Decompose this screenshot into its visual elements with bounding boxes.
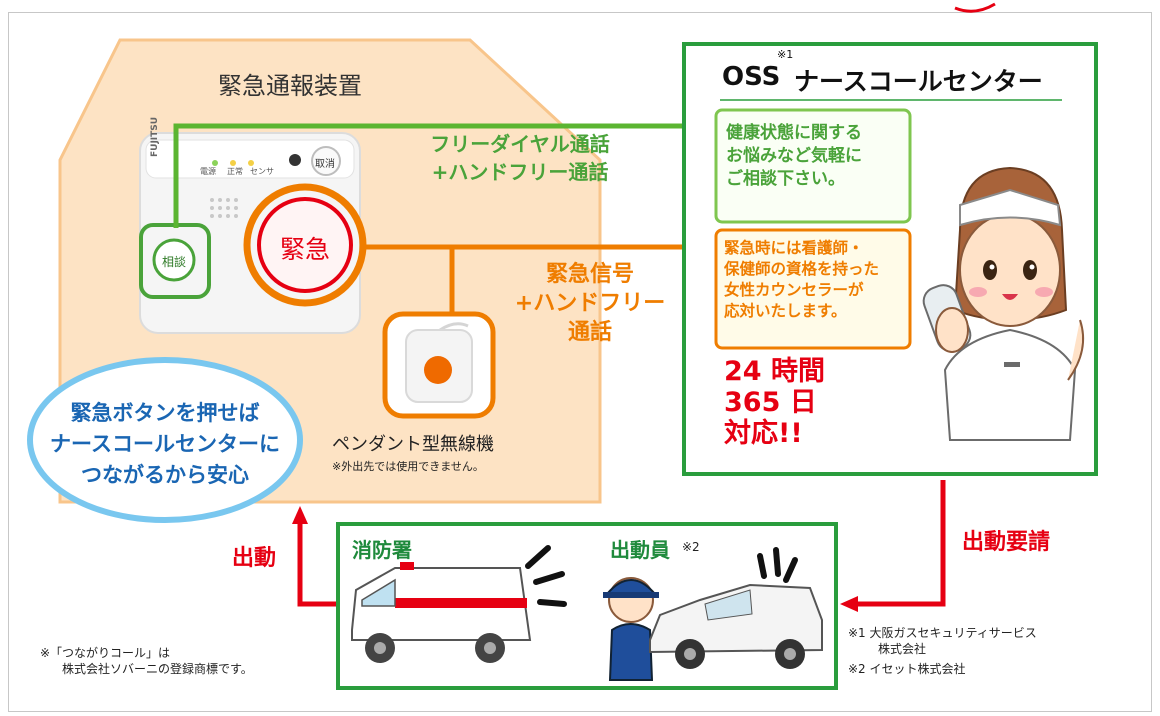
hours-line-1: 24 時間 [724,356,825,387]
consult-button-label: 相談 [162,255,187,269]
ambulance-illustration [351,562,532,663]
decorative-swoosh [954,2,996,13]
dispatcher-label: 出動員 [610,538,670,562]
indicator-label-1: 電源 [200,167,216,176]
hours-line-3: 対応!! [724,418,803,449]
freedial-label: フリーダイヤル通話 +ハンドフリー通話 [400,130,640,186]
device-top-panel [145,139,355,179]
health-line-2: お悩みなど気軽に [726,145,862,166]
patrol-car-illustration [649,583,823,669]
footnote-1-line-2: 株式会社 [878,641,927,656]
dispatch-arrow [297,522,336,607]
call-center-title-prefix: OSS [722,62,781,92]
counselor-line-4: 応対いたします。 [724,301,847,320]
speech-bubble-text: 緊急ボタンを押せば ナースコールセンターに つながるから安心 [40,398,290,491]
motion-lines-right [757,547,798,583]
counselor-line-3: 女性カウンセラーが [724,280,864,299]
emergency-counselor-text: 緊急時には看護師・ 保健師の資格を持った 女性カウンセラーが 応対いたします。 [724,238,908,322]
dispatch-request-label: 出動要請 [962,530,1051,555]
dispatcher-illustration [603,577,659,681]
health-box-shape [714,108,912,224]
call-center-title-sup: ※1 [777,48,794,61]
freedial-arrow [173,123,690,228]
motion-lines-left [525,545,567,607]
indicator-label-3: センサ [250,167,274,176]
pendant-label: ペンダント型無線機 [332,434,494,455]
footnote-1: ※1 大阪ガスセキュリティサービス 株式会社 [848,626,1037,657]
dispatcher-note: ※2 [682,540,700,554]
counselor-line-1: 緊急時には看護師・ [724,239,864,257]
emergency-button-shape [257,197,353,293]
freedial-line-1: フリーダイヤル通話 [430,132,610,156]
dispatch-label: 出動 [232,546,277,571]
device-brand: FUJITSU [150,116,160,157]
speaker-grille [210,198,238,218]
emergency-signal-label: 緊急信号 +ハンドフリー 通話 [500,260,680,347]
footnote-2: ※2 イセット株式会社 [848,662,966,676]
bubble-line-2: ナースコールセンターに [50,432,280,456]
speech-bubble [27,357,303,523]
emergency-button-label: 緊急 [280,235,331,264]
health-consult-text: 健康状態に関する お悩みなど気軽に ご相談下さい。 [726,122,906,191]
nurse-illustration [922,166,1085,441]
cancel-button-shape [311,146,341,176]
indicator-label-2: 正常 [227,167,243,176]
fire-station-label: 消防署 [352,538,412,562]
emergency-signal-line-1: 緊急信号 [545,262,634,287]
hours-line-2: 365 日 [724,387,817,418]
health-line-1: 健康状態に関する [726,123,862,143]
health-line-3: ご相談下さい。 [726,168,845,189]
consult-button-shape [152,238,196,282]
footnote-trademark-line-1: ※「つながりコール」は [40,646,171,660]
pendant-note: ※外出先では使用できません。 [332,460,484,473]
call-center-title: ナースコールセンター [794,67,1043,96]
emergency-signal-line-3: 通話 [567,320,612,345]
bubble-line-1: 緊急ボタンを押せば [70,401,260,425]
freedial-line-2: +ハンドフリー通話 [431,160,609,184]
cancel-button-label: 取消 [315,159,335,170]
footnote-trademark-line-2: 株式会社ソバーニの登録商標です。 [62,661,253,676]
hours-label: 24 時間 365 日 対応!! [724,356,825,449]
emergency-signal-line-2: +ハンドフリー [514,291,666,316]
dispatch-request-arrow [856,480,946,607]
bubble-line-3: つながるから安心 [81,463,249,487]
emergency-box-shape [714,228,912,350]
counselor-line-2: 保健師の資格を持った [724,259,880,278]
pendant-button [424,356,452,384]
footnote-trademark: ※「つながりコール」は 株式会社ソバーニの登録商標です。 [40,646,253,677]
emergency-highlight [243,183,367,307]
house-title: 緊急通報装置 [218,72,362,100]
footnote-1-line-1: ※1 大阪ガスセキュリティサービス [848,626,1037,640]
